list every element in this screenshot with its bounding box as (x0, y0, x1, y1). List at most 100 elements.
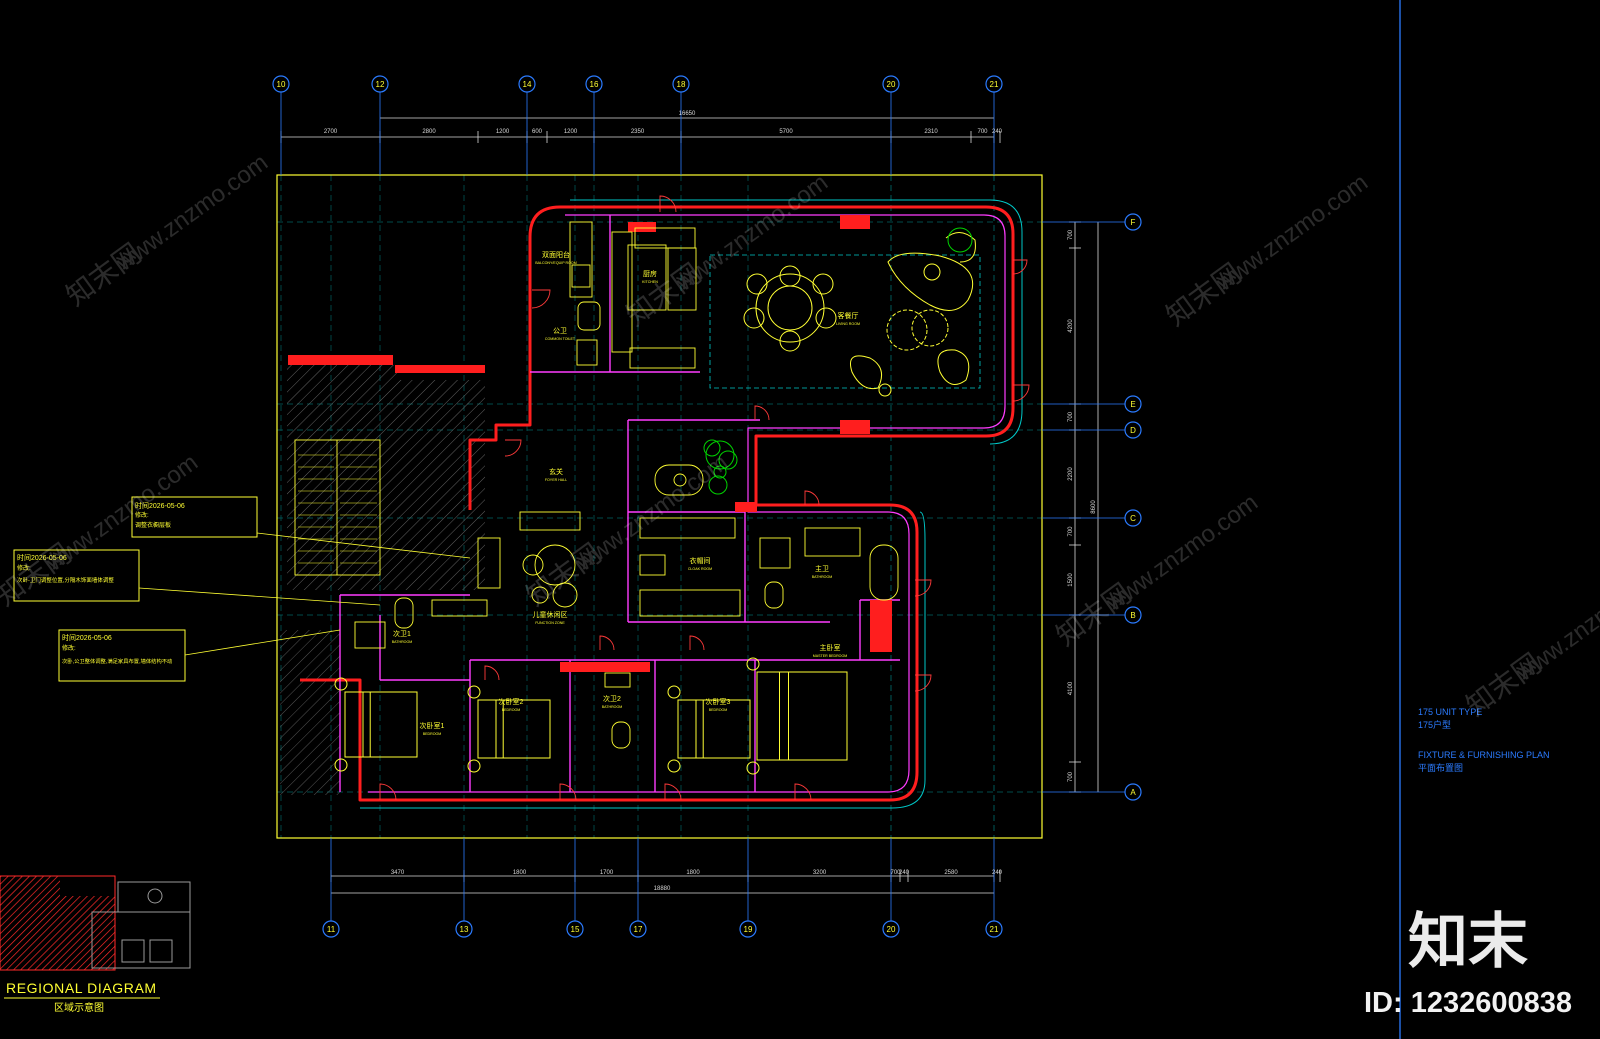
room-name: 玄关 (549, 467, 563, 476)
axis-bubble-ring (629, 920, 647, 938)
axis-bubble-label: 17 (634, 925, 643, 934)
room-name: 客餐厅 (838, 311, 859, 320)
room-name-en: BATHROOM (392, 640, 413, 644)
axis-bubble-label: 16 (590, 80, 599, 89)
axis-bubble-label: 11 (327, 925, 336, 934)
dimension-text: 2310 (924, 129, 938, 135)
room-name-en: CLOAK ROOM (688, 567, 712, 571)
room-name: 厨房 (643, 269, 657, 278)
door-swing (531, 289, 551, 309)
door-swing (504, 439, 522, 457)
dimension-text: 1500 (1068, 573, 1074, 587)
nightstand-lamp (334, 758, 348, 772)
door-swing (1012, 384, 1030, 402)
axis-bubble-label: 10 (277, 80, 286, 89)
doors (379, 195, 1030, 801)
plan-title-cn: 平面布置图 (1418, 762, 1463, 773)
axis-bubble-label: 18 (677, 80, 686, 89)
nightstand-lamp (667, 685, 681, 699)
axis-bubble-label: 15 (571, 925, 580, 934)
axis-bubble-right-B: B (1124, 606, 1142, 624)
note-3-date: 时间2026-05-06 (62, 633, 112, 642)
plan-title-en: FIXTURE & FURNISHING PLAN (1418, 750, 1550, 760)
dimension-text: 240 (899, 870, 910, 876)
note-2-line2: 次卧-卫门调整位置,分隔木饰面墙体调整 (17, 576, 114, 584)
dimension-text: 700 (1068, 771, 1074, 782)
dimension-text: 3470 (391, 870, 405, 876)
nightstand-lamp (467, 685, 481, 699)
dimension-text: 600 (532, 129, 543, 135)
dimension-text: 4200 (1068, 319, 1074, 333)
axis-bubble-ring (455, 920, 473, 938)
axis-bubble-right-F: F (1124, 213, 1142, 231)
dimension-text: 1200 (496, 129, 510, 135)
axis-bubble-right-A: A (1124, 783, 1142, 801)
room-name: 次卫1 (393, 629, 411, 638)
axis-bubble-label: 21 (990, 80, 999, 89)
room-name: 主卧室 (820, 643, 841, 652)
beds (334, 657, 848, 775)
door-swing (659, 195, 677, 213)
axis-bubble-label: 13 (460, 925, 469, 934)
axis-bubble-bottom-11: 11 (322, 920, 340, 938)
axis-bubble-top-18: 18 (672, 75, 690, 93)
note-1-line1: 修改: (135, 511, 149, 519)
axis-bubble-right-C: C (1124, 509, 1142, 527)
dimension-text: 1800 (513, 870, 527, 876)
door-swing (379, 783, 397, 801)
revision-notes: 时间2026-05-06 修改: 调整衣橱层板 时间2026-05-06 修改:… (13, 496, 471, 682)
dimension-text: 700 (890, 870, 901, 876)
bed-headboard (677, 699, 697, 759)
axis-bubble-label: 20 (887, 925, 896, 934)
walls (288, 199, 1023, 809)
dimension-text: 5700 (779, 129, 793, 135)
axis-bubble-ring (272, 75, 290, 93)
axis-bubble-bottom-20: 20 (882, 920, 900, 938)
axis-bubble-bottom-15: 15 (566, 920, 584, 938)
axis-bubble-top-20: 20 (882, 75, 900, 93)
brand-id: ID: 1232600838 (1364, 987, 1572, 1019)
door-swing (484, 665, 500, 681)
nightstand-lamp (667, 759, 681, 773)
room-name-en: FOYER HALL (545, 478, 567, 482)
stair (294, 439, 381, 576)
axis-bubble-ring (882, 75, 900, 93)
unit-type-en: 175 UNIT TYPE (1418, 707, 1482, 717)
room-name-en: FUNCTION ZONE (535, 621, 565, 625)
dimension-text: 8600 (1091, 500, 1097, 514)
axis-bubble-ring (1124, 421, 1142, 439)
room-name-en: BATHROOM (602, 705, 623, 709)
axis-bubble-ring (322, 920, 340, 938)
axis-bubble-label: 14 (523, 80, 532, 89)
note-1-date: 时间2026-05-06 (135, 501, 185, 510)
axis-bubble-bottom-21: 21 (985, 920, 1003, 938)
axis-bubble-ring (518, 75, 536, 93)
axis-bubble-label: C (1130, 514, 1136, 523)
room-name: 双面阳台 (542, 250, 570, 259)
dimension-text: 2200 (1068, 467, 1074, 481)
kitchen-fixtures (569, 221, 697, 369)
stair-treads (298, 454, 377, 564)
nightstand-lamp (746, 657, 760, 671)
door-swing (1012, 259, 1028, 275)
dimension-text: 2700 (324, 129, 338, 135)
room-name-en: BATHROOM (812, 575, 833, 579)
door-swing (914, 579, 932, 597)
axis-bubble-label: E (1130, 400, 1135, 409)
room-name: 儿童休闲区 (533, 610, 568, 619)
unit-type-cn: 175户型 (1418, 719, 1451, 730)
axis-bubble-top-21: 21 (985, 75, 1003, 93)
dimension-text: 2350 (631, 129, 645, 135)
dimension-text: 700 (1068, 526, 1074, 537)
dimension-text: 1800 (686, 870, 700, 876)
axis-bubble-ring (739, 920, 757, 938)
axis-bubble-label: D (1130, 426, 1136, 435)
nightstand-lamp (467, 759, 481, 773)
axis-bubble-label: A (1130, 788, 1136, 797)
room-name-en: BEDROOM (709, 708, 728, 712)
door-swing (559, 783, 577, 801)
room-name: 主卫 (815, 564, 829, 573)
room-name: 衣帽间 (690, 556, 711, 565)
dimension-text: 700 (977, 129, 988, 135)
